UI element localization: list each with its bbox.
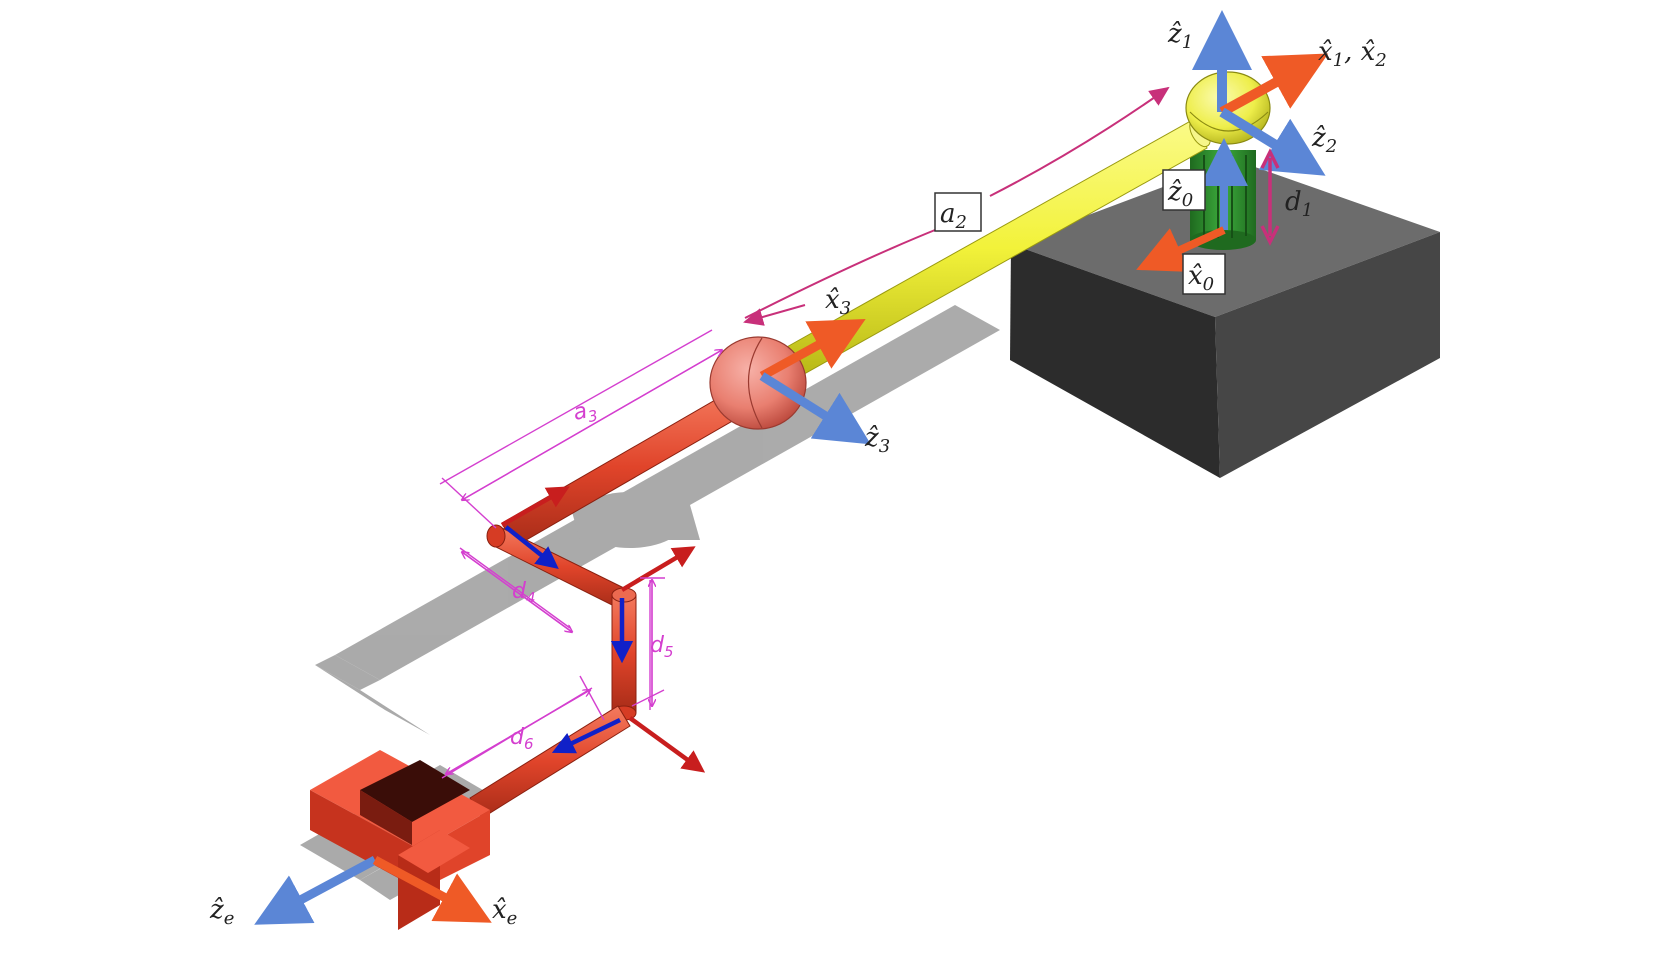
label-z3: ẑ3 (864, 423, 890, 457)
red-link-d6 (469, 705, 631, 819)
label-d6: d6 (510, 725, 534, 753)
label-d5: d5 (650, 633, 674, 661)
label-z1: ẑ1 (1167, 19, 1193, 53)
x1-axis (1219, 53, 1329, 117)
dimension-a2 (743, 86, 1170, 326)
dimension-d6 (441, 675, 605, 779)
svg-text:ẑ0: ẑ0 (1167, 177, 1193, 211)
svg-text:a3: a3 (571, 397, 599, 429)
label-x0: x̂0 (1182, 253, 1226, 295)
label-z2: ẑ2 (1311, 123, 1337, 157)
svg-text:d4: d4 (512, 579, 536, 607)
frame-0-axes (1136, 138, 1248, 272)
dimension-d4 (459, 547, 572, 632)
svg-text:ẑ1: ẑ1 (1167, 19, 1193, 53)
frame-6-axes (551, 716, 706, 773)
svg-text:x̂0: x̂0 (1188, 261, 1214, 295)
label-z0: ẑ0 (1162, 169, 1206, 211)
x0-axis (1136, 226, 1226, 272)
dimension-a3 (439, 329, 722, 529)
pink-joint (709, 336, 807, 430)
svg-text:ẑe: ẑe (209, 895, 234, 929)
base-right-face (1215, 232, 1440, 478)
label-d1: d1 (1285, 187, 1313, 221)
ze-axis (254, 856, 378, 925)
svg-text:d1: d1 (1285, 187, 1313, 221)
frame-1-axes (1192, 10, 1329, 176)
dimension-d5 (631, 577, 665, 710)
frame-3-axes (759, 318, 871, 445)
frame-4-axes (500, 486, 570, 570)
label-x1-x2: x̂1, x̂2 (1318, 37, 1387, 71)
label-ze: ẑe (209, 895, 234, 929)
z3-axis (759, 372, 871, 445)
svg-text:d5: d5 (650, 633, 674, 661)
gripper (310, 750, 490, 930)
label-d4: d4 (512, 579, 536, 607)
svg-text:d6: d6 (510, 725, 534, 753)
frame-e-axes (254, 856, 492, 925)
svg-text:x̂1, x̂2: x̂1, x̂2 (1318, 37, 1387, 71)
label-a2: a2 (934, 192, 982, 233)
base-left-face (1010, 244, 1220, 478)
z2-axis (1219, 107, 1326, 176)
svg-text:x̂3: x̂3 (825, 285, 851, 319)
label-a3: a3 (571, 397, 599, 429)
x3-axis (759, 318, 866, 380)
svg-text:a2: a2 (940, 199, 967, 233)
svg-text:ẑ3: ẑ3 (864, 423, 890, 457)
frame-5-axes (610, 546, 696, 664)
svg-text:ẑ2: ẑ2 (1311, 123, 1337, 157)
label-xe: x̂e (492, 895, 517, 929)
svg-text:x̂e: x̂e (492, 895, 517, 929)
xe-axis (372, 856, 492, 923)
dimension-d1 (1260, 148, 1280, 246)
label-x3: x̂3 (825, 285, 851, 319)
